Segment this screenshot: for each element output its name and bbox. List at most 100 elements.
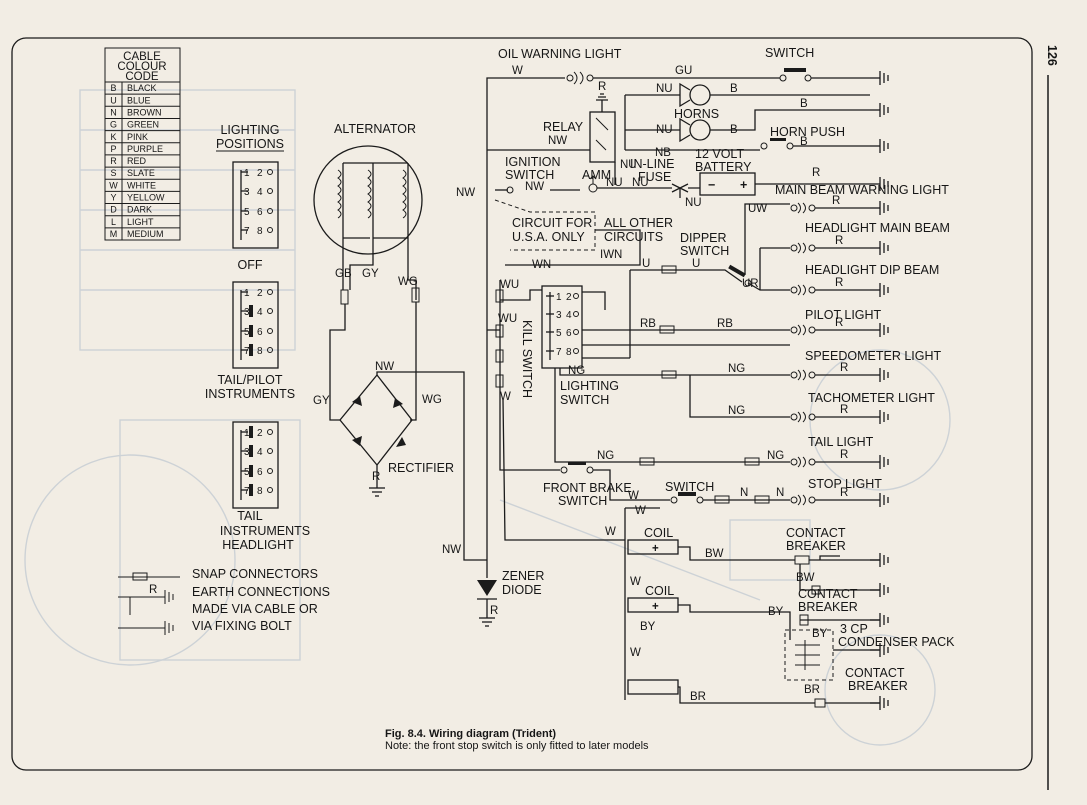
pos-digit: 2: [257, 288, 263, 299]
wire-r-pilot: R: [835, 317, 843, 329]
oil-switch-label: SWITCH: [765, 46, 814, 60]
cb1-label-1: CONTACT: [786, 526, 846, 540]
pos-digit: 8: [257, 486, 263, 497]
cable-colour-name: BROWN: [127, 107, 162, 117]
ignition-coils: W W W COIL + BW COIL + BY BY BR: [605, 507, 795, 704]
headlight-dip-label: HEADLIGHT DIP BEAM: [805, 263, 939, 277]
pos-full-caption-1: TAIL: [237, 509, 263, 523]
other-label-2: CIRCUITS: [604, 230, 663, 244]
cb2-label-2: BREAKER: [798, 600, 858, 614]
wire-r-bat: R: [812, 167, 820, 179]
svg-text:2: 2: [566, 292, 572, 303]
wire-u-2: U: [692, 258, 700, 270]
wire-w-stop: W: [635, 505, 646, 517]
cable-colour-name: YELLOW: [127, 193, 165, 203]
fuse-label-2: FUSE: [638, 170, 671, 184]
pos-digit: 6: [257, 467, 263, 478]
cb3-label-2: BREAKER: [848, 679, 908, 693]
fuse-label-1: IN-LINE: [630, 157, 674, 171]
lighting-switch-label-2: SWITCH: [560, 393, 609, 407]
cable-colour-name: WHITE: [127, 180, 156, 190]
wire-nw-left: NW: [456, 187, 475, 199]
pos-digit: 6: [257, 207, 263, 218]
wire-u-1: U: [642, 258, 650, 270]
wire-bw: BW: [705, 548, 724, 560]
lighting-switch-label-1: LIGHTING: [560, 379, 619, 393]
pos-off-caption: OFF: [238, 258, 263, 272]
pos-digit: 3: [244, 447, 250, 458]
pos-digit: 7: [244, 486, 250, 497]
cb3-label-1: CONTACT: [845, 666, 905, 680]
cable-code-letter: Y: [110, 193, 116, 203]
pos-tail-pilot-caption-2: INSTRUMENTS: [205, 387, 295, 401]
pos-digit: 2: [257, 168, 263, 179]
battery-label-1: 12 VOLT: [695, 147, 744, 161]
usa-label-1: CIRCUIT FOR: [512, 216, 592, 230]
headlight-circuit: UW R HEADLIGHT MAIN BEAM R DIPPER SWITCH…: [629, 195, 950, 358]
svg-text:5: 5: [556, 328, 562, 339]
stop-label: STOP LIGHT: [808, 477, 882, 491]
tail-label: TAIL LIGHT: [808, 435, 874, 449]
wire-nw-relay: NW: [548, 135, 567, 147]
wire-w-kill: W: [500, 391, 511, 403]
pos-digit: 3: [244, 307, 250, 318]
wire-wu-2: WU: [498, 313, 517, 325]
pos-digit: 5: [244, 327, 250, 338]
ignition-battery-circuit: IGNITION SWITCH NW NW AMM NU NU IN-LINE …: [456, 147, 949, 209]
pos-digit: 4: [257, 447, 263, 458]
wire-nu-bat: NU: [685, 197, 702, 209]
wire-r-rect: R: [372, 471, 380, 483]
cable-code-letter: N: [110, 107, 117, 117]
coil-2-label: COIL: [645, 584, 674, 598]
wire-wg-rect: WG: [422, 394, 442, 406]
other-label-1: ALL OTHER: [604, 216, 673, 230]
pilot-label: PILOT LIGHT: [805, 308, 882, 322]
show-through-ghost: [24, 89, 951, 746]
wire-nu-fuse: NU: [632, 177, 649, 189]
cb1-label-2: BREAKER: [786, 539, 846, 553]
svg-text:8: 8: [566, 347, 572, 358]
wire-iwn: IWN: [600, 249, 622, 261]
wire-rb-1: RB: [640, 318, 656, 330]
wire-gu: GU: [675, 65, 692, 77]
wire-w-coil-b: W: [630, 576, 641, 588]
cable-code-letter: R: [110, 156, 117, 166]
wire-r-tacho: R: [840, 404, 848, 416]
zener-label-1: ZENER: [502, 569, 544, 583]
wire-by-coil: BY: [640, 621, 656, 633]
cable-title-1: CABLE: [123, 51, 161, 63]
cable-colour-name: MEDIUM: [127, 229, 164, 239]
wire-wu-1: WU: [500, 279, 519, 291]
wire-r-relay: R: [598, 81, 606, 93]
legend: R SNAP CONNECTORS EARTH CONNECTIONS MADE…: [118, 567, 330, 635]
wire-r-main: R: [835, 235, 843, 247]
wire-bw-cb: BW: [796, 572, 815, 584]
pos-digit: 1: [244, 168, 250, 179]
legend-line-1: SNAP CONNECTORS: [192, 567, 318, 581]
position-box: [232, 281, 279, 369]
kill-switch-label: KILL SWITCH: [520, 320, 534, 398]
cable-colour-name: BLUE: [127, 95, 151, 105]
wire-gy-alt: GY: [362, 268, 379, 280]
pos-digit: 1: [244, 288, 250, 299]
wire-n-1: N: [740, 487, 748, 499]
wire-ng-4: NG: [597, 450, 614, 462]
cable-colour-name: DARK: [127, 205, 152, 215]
usa-circuit-note: CIRCUIT FOR U.S.A. ONLY ALL OTHER CIRCUI…: [494, 199, 673, 271]
wire-nu-h1: NU: [656, 83, 673, 95]
pos-digit: 4: [257, 307, 263, 318]
cable-code-letter: G: [110, 120, 117, 130]
cable-code-letter: L: [111, 217, 116, 227]
rectifier-label: RECTIFIER: [388, 461, 454, 475]
lighting-title-1: LIGHTING: [220, 123, 279, 137]
wire-by-cb: BY: [768, 606, 784, 618]
wire-nb: NB: [655, 147, 671, 159]
pos-full-caption-2: INSTRUMENTS: [220, 524, 310, 538]
position-box: [232, 161, 279, 249]
